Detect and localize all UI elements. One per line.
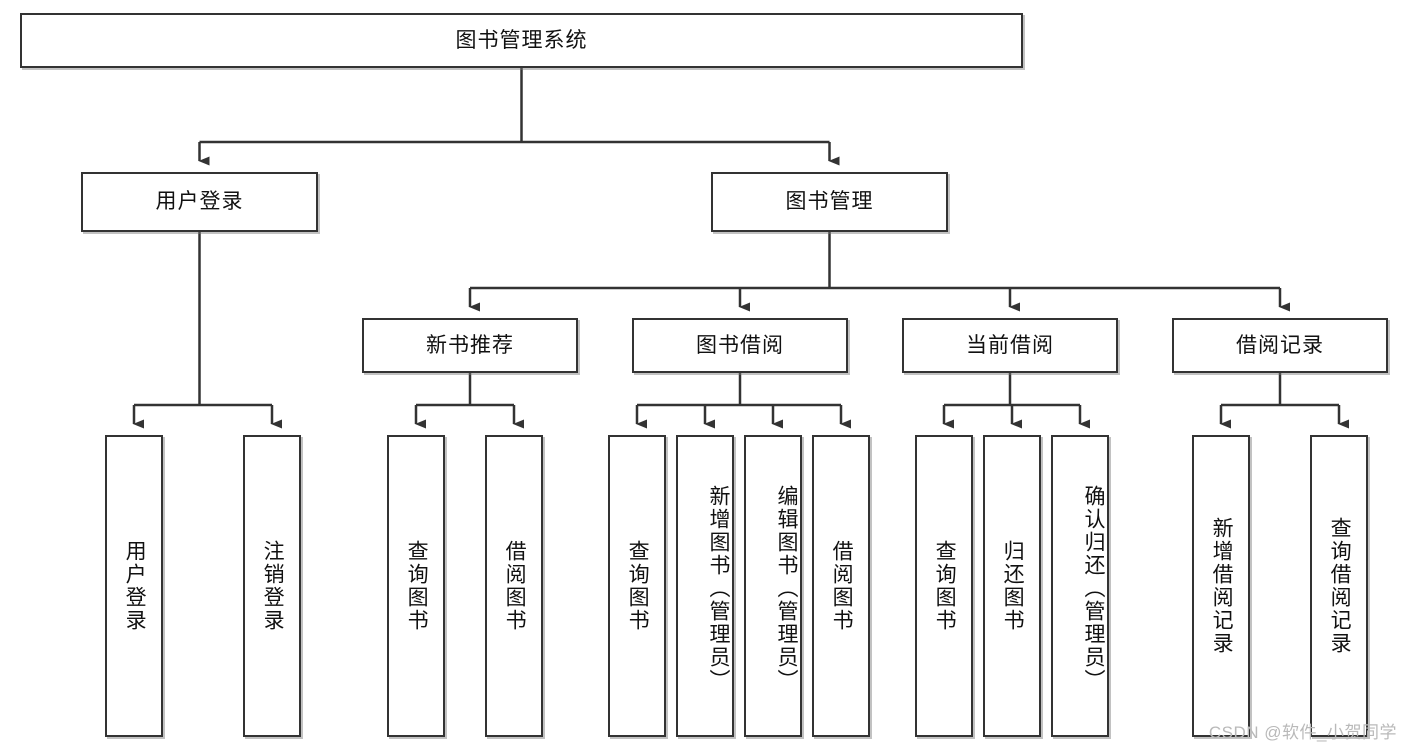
node-leaf-query-book-current[interactable]: 查询图书: [915, 435, 973, 737]
node-leaf-logout-login[interactable]: 注销登录: [243, 435, 301, 737]
node-user-login[interactable]: 用户登录: [81, 172, 318, 232]
node-label: 借阅记录: [1236, 333, 1324, 357]
node-label: 注销登录: [261, 540, 285, 632]
node-label: 借阅图书: [830, 540, 854, 632]
node-label: 图书管理系统: [455, 28, 588, 52]
node-leaf-return-book[interactable]: 归还图书: [983, 435, 1041, 737]
node-book-borrow[interactable]: 图书借阅: [632, 318, 848, 373]
node-leaf-borrow-book-borrow[interactable]: 借阅图书: [812, 435, 870, 737]
node-current-borrow[interactable]: 当前借阅: [902, 318, 1118, 373]
node-label: 用户登录: [155, 190, 244, 214]
node-leaf-borrow-book-recommend[interactable]: 借阅图书: [485, 435, 543, 737]
node-leaf-add-borrow-record[interactable]: 新增借阅记录: [1192, 435, 1250, 737]
node-root[interactable]: 图书管理系统: [20, 13, 1023, 68]
watermark-text: CSDN @软件_小贺同学: [1208, 723, 1397, 742]
node-label: 归还图书: [1001, 540, 1025, 632]
node-label: 图书借阅: [696, 333, 784, 357]
node-label: 查询借阅记录: [1328, 517, 1352, 655]
node-leaf-confirm-return-admin[interactable]: 确认归还（管理员）: [1051, 435, 1109, 737]
node-leaf-user-login[interactable]: 用户登录: [105, 435, 163, 737]
node-leaf-query-book-recommend[interactable]: 查询图书: [387, 435, 445, 737]
node-label: 确认归还（管理员）: [1082, 484, 1105, 692]
node-leaf-query-borrow-record[interactable]: 查询借阅记录: [1310, 435, 1368, 737]
node-label: 查询图书: [933, 540, 957, 632]
node-leaf-query-book-borrow[interactable]: 查询图书: [608, 435, 666, 737]
node-leaf-edit-book-admin[interactable]: 编辑图书（管理员）: [744, 435, 802, 737]
node-book-manage[interactable]: 图书管理: [711, 172, 948, 232]
node-label: 借阅图书: [503, 540, 527, 632]
node-label: 编辑图书（管理员）: [775, 484, 798, 692]
node-label: 图书管理: [785, 190, 874, 214]
node-label: 查询图书: [405, 540, 429, 632]
node-new-book-recommend[interactable]: 新书推荐: [362, 318, 578, 373]
node-label: 当前借阅: [966, 333, 1054, 357]
node-label: 查询图书: [626, 540, 650, 632]
node-borrow-record[interactable]: 借阅记录: [1172, 318, 1388, 373]
node-label: 用户登录: [123, 540, 147, 632]
node-label: 新增图书（管理员）: [707, 484, 730, 692]
node-leaf-add-book-admin[interactable]: 新增图书（管理员）: [676, 435, 734, 737]
node-label: 新书推荐: [426, 333, 514, 357]
node-label: 新增借阅记录: [1210, 517, 1234, 655]
